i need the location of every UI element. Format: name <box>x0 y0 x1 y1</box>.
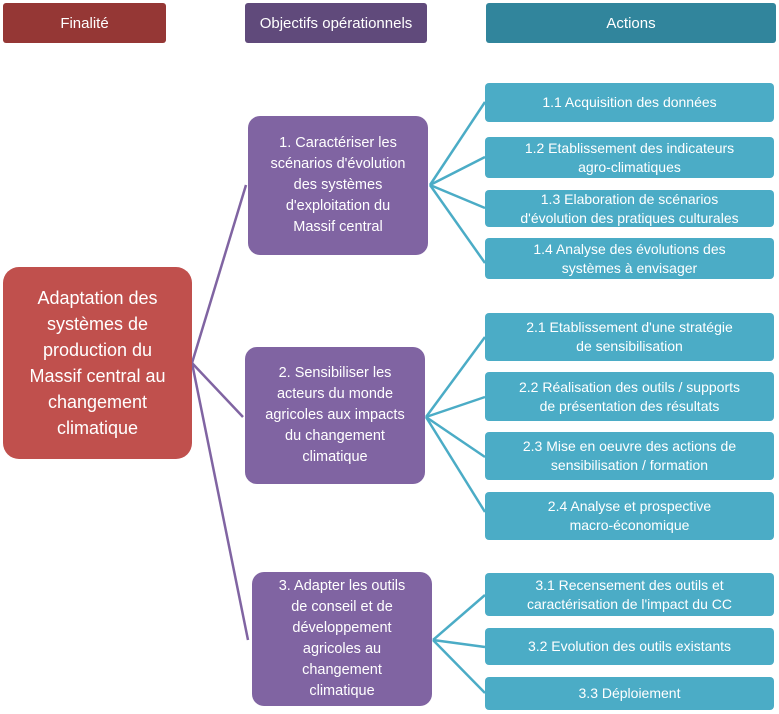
connector-root-to-objective-3 <box>190 362 250 641</box>
objective-node-3: 3. Adapter les outils de conseil et de d… <box>252 572 432 706</box>
action-node-1-4: 1.4 Analyse des évolutions des systèmes … <box>485 238 774 279</box>
connector-objective-1-to-action-1-1 <box>428 101 487 186</box>
connector-objective-2-to-action-2-4 <box>424 416 487 513</box>
connector-objective-3-to-action-3-2 <box>432 638 486 649</box>
connector-objective-1-to-action-1-2 <box>429 155 486 187</box>
action-node-3-1: 3.1 Recensement des outils et caractéris… <box>485 573 774 616</box>
header-objectifs-operationnels: Objectifs opérationnels <box>245 3 427 43</box>
action-node-3-2: 3.2 Evolution des outils existants <box>485 628 774 665</box>
connector-objective-1-to-action-1-3 <box>429 183 486 210</box>
action-node-2-3: 2.3 Mise en oeuvre des actions de sensib… <box>485 432 774 480</box>
action-node-1-2: 1.2 Etablissement des indicateurs agro-c… <box>485 137 774 178</box>
action-node-3-3: 3.3 Déploiement <box>485 677 774 710</box>
finalite-node: Adaptation des systèmes de production du… <box>3 267 192 459</box>
connector-objective-2-to-action-2-2 <box>425 395 486 419</box>
action-node-2-4: 2.4 Analyse et prospective macro-économi… <box>485 492 774 540</box>
connector-objective-2-to-action-2-3 <box>425 415 486 459</box>
action-node-1-1: 1.1 Acquisition des données <box>485 83 774 122</box>
objective-node-2: 2. Sensibiliser les acteurs du monde agr… <box>245 347 425 484</box>
connector-objective-3-to-action-3-1 <box>432 594 486 641</box>
action-node-2-1: 2.1 Etablissement d'une stratégie de sen… <box>485 313 774 361</box>
action-node-1-3: 1.3 Elaboration de scénarios d'évolution… <box>485 190 774 227</box>
header-actions: Actions <box>486 3 776 43</box>
header-finalite: Finalité <box>3 3 166 43</box>
objective-node-1: 1. Caractériser les scénarios d'évolutio… <box>248 116 428 255</box>
connector-objective-2-to-action-2-1 <box>424 336 487 418</box>
connector-root-to-objective-1 <box>190 184 248 364</box>
connector-root-to-objective-2 <box>191 362 244 418</box>
action-node-2-2: 2.2 Réalisation des outils / supports de… <box>485 372 774 421</box>
connector-objective-1-to-action-1-4 <box>428 184 487 264</box>
connector-objective-3-to-action-3-3 <box>432 639 486 694</box>
